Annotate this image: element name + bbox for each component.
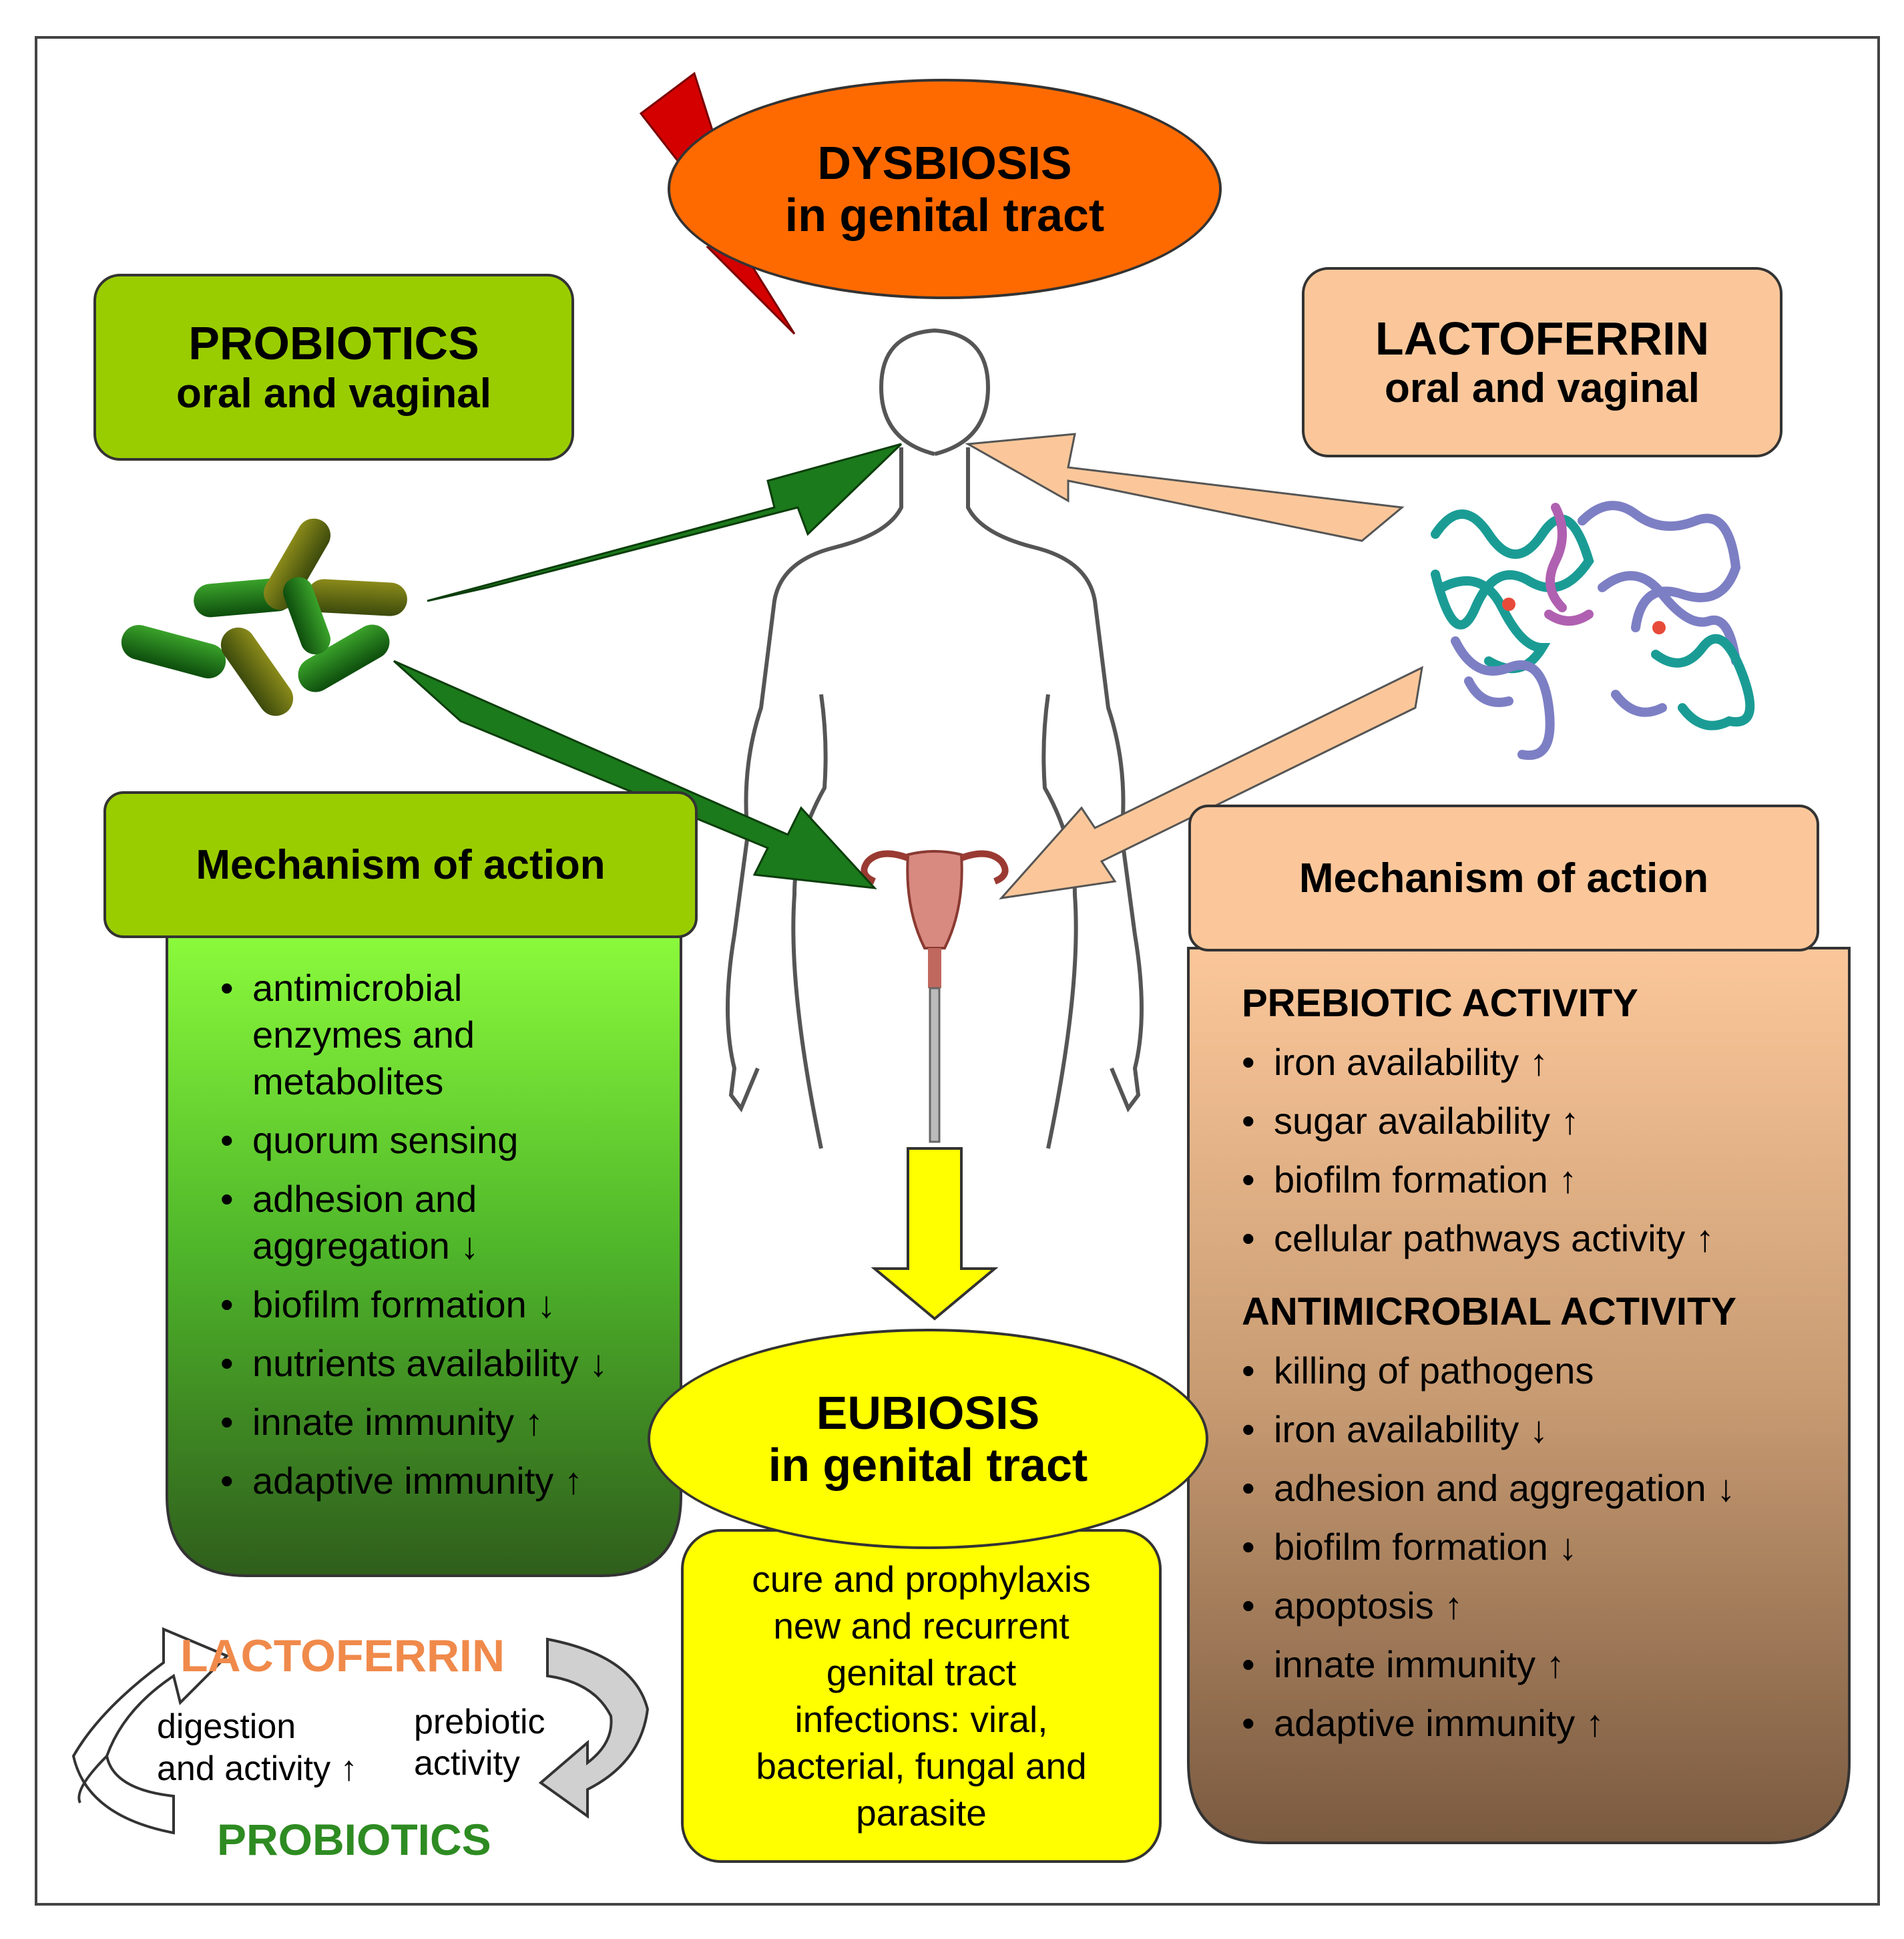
cycle-left-label-line2: and activity ↑ (157, 1749, 358, 1788)
list-item: adhesion and aggregation ↓ (220, 1176, 566, 1269)
list-item: adaptive immunity ↑ (1242, 1700, 1829, 1747)
list-item: innate immunity ↑ (220, 1399, 661, 1446)
lactoferrin-protein-illustration (1431, 501, 1755, 761)
list-item: quorum sensing (220, 1117, 661, 1164)
dysbiosis-subtitle: in genital tract (784, 189, 1105, 241)
cycle-lactoferrin-label: LACTOFERRIN (180, 1631, 505, 1681)
probiotics-mechanism-list: antimicrobial enzymes and metabolites qu… (220, 965, 661, 1516)
eubiosis-subtitle: in genital tract (768, 1439, 1088, 1491)
outcome-line: bacterial, fungal and (756, 1745, 1087, 1787)
probiotics-subtitle: oral and vaginal (176, 370, 492, 417)
lactoferrin-mechanism-title: Mechanism of action (1298, 855, 1709, 901)
outcome-line: genital tract (826, 1652, 1017, 1693)
lactoferrin-mechanism-header: Mechanism of action (1188, 805, 1819, 951)
antimicrobial-activity-heading: ANTIMICROBIAL ACTIVITY (1242, 1290, 1737, 1333)
dysbiosis-ellipse: DYSBIOSIS in genital tract (668, 79, 1222, 299)
lactoferrin-mechanism-list: PREBIOTIC ACTIVITY iron availability ↑ s… (1242, 968, 1829, 1759)
list-item: killing of pathogens (1242, 1347, 1829, 1394)
uterus-illustration (861, 850, 1009, 1143)
list-item: sugar availability ↑ (1242, 1098, 1829, 1144)
dysbiosis-title: DYSBIOSIS (817, 136, 1072, 189)
list-item: apoptosis ↑ (1242, 1582, 1829, 1629)
list-item: antimicrobial enzymes and metabolites (220, 965, 539, 1105)
peach-arrow-lower (999, 666, 1423, 900)
outcome-line: cure and prophylaxis (752, 1558, 1091, 1600)
list-item: iron availability ↓ (1242, 1406, 1829, 1453)
cycle-right-label-line2: activity (414, 1744, 520, 1783)
list-item: iron availability ↑ (1242, 1039, 1829, 1086)
probiotics-title: PROBIOTICS (188, 317, 479, 370)
cycle-right-label-line1: prebiotic (414, 1703, 545, 1741)
eubiosis-ellipse: EUBIOSIS in genital tract (648, 1329, 1208, 1549)
outcome-line: infections: viral, (794, 1699, 1048, 1740)
lactoferrin-box: LACTOFERRIN oral and vaginal (1302, 267, 1782, 457)
peach-arrow-upper (965, 433, 1405, 542)
list-item: innate immunity ↑ (1242, 1641, 1829, 1688)
lactoferrin-subtitle: oral and vaginal (1384, 365, 1700, 412)
eubiosis-title: EUBIOSIS (816, 1386, 1040, 1439)
green-arrow-lower (393, 660, 877, 889)
list-item: biofilm formation ↑ (1242, 1156, 1829, 1203)
probiotics-mechanism-title: Mechanism of action (196, 841, 606, 888)
outcome-box: cure and prophylaxis new and recurrent g… (681, 1529, 1162, 1863)
list-item: nutrients availability ↓ (220, 1340, 661, 1387)
probiotics-box: PROBIOTICS oral and vaginal (93, 274, 574, 461)
cycle-left-label-line1: digestion (157, 1707, 296, 1746)
yellow-down-arrow (871, 1147, 999, 1321)
lactoferrin-title: LACTOFERRIN (1375, 312, 1710, 365)
list-item: cellular pathways activity ↑ (1242, 1215, 1829, 1262)
outcome-line: new and recurrent (773, 1605, 1069, 1647)
outcome-line: parasite (856, 1792, 987, 1834)
list-item: biofilm formation ↓ (1242, 1524, 1829, 1570)
bacteria-illustration (121, 518, 407, 716)
green-arrow-upper (427, 443, 903, 602)
list-item: adaptive immunity ↑ (220, 1458, 661, 1504)
prebiotic-activity-heading: PREBIOTIC ACTIVITY (1242, 982, 1638, 1025)
cycle-arrow-left-back (77, 1755, 108, 1803)
list-item: adhesion and aggregation ↓ (1242, 1465, 1829, 1512)
cycle-arrow-right (538, 1637, 650, 1819)
probiotics-mechanism-header: Mechanism of action (103, 791, 698, 938)
list-item: biofilm formation ↓ (220, 1281, 661, 1328)
cycle-probiotics-label: PROBIOTICS (217, 1815, 491, 1864)
cycle-arrow-left (71, 1627, 230, 1835)
